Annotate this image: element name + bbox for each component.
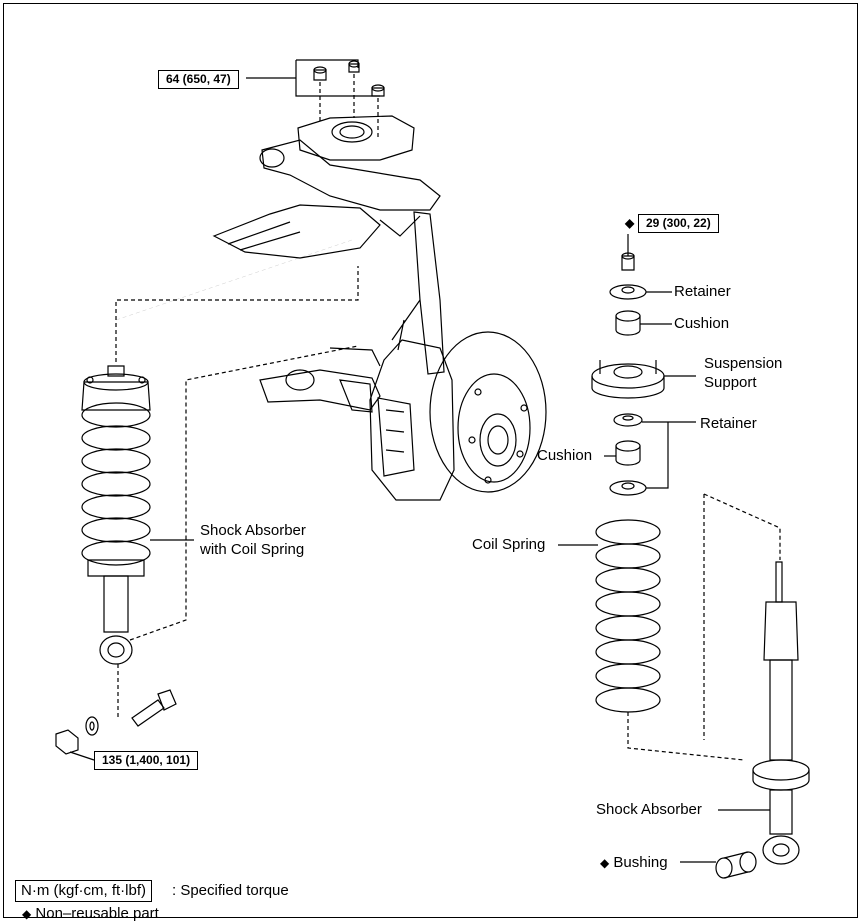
brake-disc [429, 331, 547, 493]
support-nut [621, 234, 635, 271]
label-suspension-support-1: Suspension [704, 355, 783, 372]
retainer-lower-top [613, 413, 643, 427]
legend-non-reusable-text: Non–reusable part [35, 905, 159, 922]
cushion-top [615, 310, 672, 336]
lower-control-arm [259, 347, 381, 413]
shock-with-coil-spring [81, 239, 359, 665]
label-shock-with-spring-1: Shock Absorber [200, 522, 306, 539]
coil-spring [558, 493, 781, 761]
suspension-support [591, 360, 696, 399]
non-reusable-marker: ◆ [22, 907, 32, 921]
label-bushing-text: Bushing [613, 854, 668, 871]
retainer-top [609, 284, 672, 300]
cushion-lower [604, 440, 641, 466]
legend-torque-unit: N·m (kgf·cm, ft·lbf) [15, 880, 152, 902]
label-cushion-lower: Cushion [537, 447, 593, 464]
torque-support-nut-value: 29 (300, 22) [646, 216, 711, 230]
label-bushing: ◆ Bushing [600, 854, 668, 872]
legend-torque-desc: : Specified torque [172, 882, 289, 899]
non-reusable-marker: ◆ [600, 856, 610, 870]
lower-bolt-set [55, 664, 177, 761]
label-suspension-support-2: Support [704, 374, 757, 391]
label-shock-absorber: Shock Absorber [596, 801, 702, 818]
torque-lower-bolt: 135 (1,400, 101) [94, 751, 199, 770]
label-cushion-top: Cushion [674, 315, 730, 332]
non-reusable-marker: ◆ [625, 216, 635, 230]
diagram-frame [3, 3, 858, 918]
bushing-part [680, 851, 757, 879]
label-coil-spring: Coil Spring [472, 536, 546, 553]
shock-absorber [718, 561, 810, 865]
label-retainer-top: Retainer [674, 283, 731, 300]
torque-support-nut: ◆ 29 (300, 22) [625, 214, 719, 233]
label-shock-with-spring-2: with Coil Spring [200, 541, 305, 558]
retainer-lower-bottom [609, 421, 696, 496]
legend-non-reusable: ◆ Non–reusable part [22, 905, 159, 923]
torque-upper-nuts: 64 (650, 47) [158, 70, 239, 89]
upper-mount-nuts [246, 59, 385, 140]
steering-knuckle [369, 211, 455, 501]
label-retainer-lower: Retainer [700, 415, 757, 432]
upper-control-arm [212, 115, 441, 259]
